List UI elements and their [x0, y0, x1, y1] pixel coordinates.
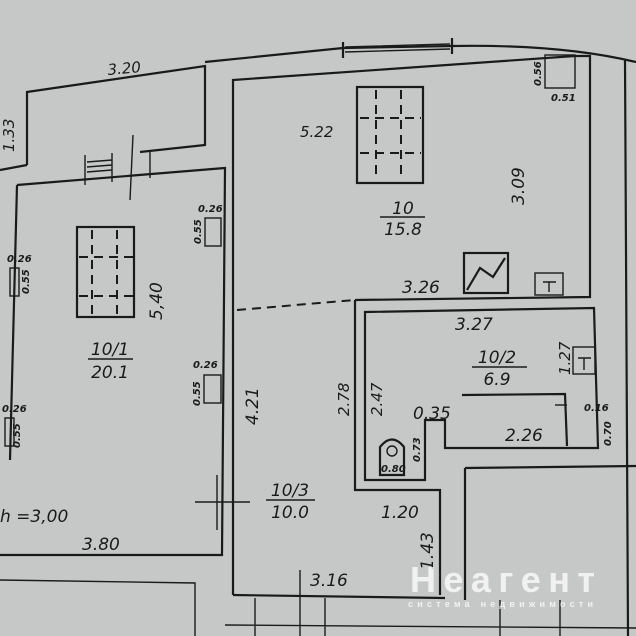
- dimension: 0.56: [533, 61, 544, 86]
- dimension-labels: 3.20 1.33 5.22 0.56 0.51 3.09 3.26 3.27 …: [0, 58, 614, 591]
- room-10-3-label: 10/3 10.0: [266, 481, 315, 523]
- dimension: 3.26: [402, 278, 440, 298]
- stove-icon: [462, 251, 510, 295]
- dimension: 4.21: [243, 387, 263, 425]
- bed-icon: [75, 225, 136, 319]
- dimension: 0.73: [412, 437, 423, 462]
- room-area: 20.1: [91, 363, 129, 383]
- dimension: 0.70: [603, 421, 614, 446]
- dimension: 3.09: [509, 167, 529, 205]
- room-10-2-label: 10/2 6.9: [472, 348, 527, 390]
- dimension: 0.26: [7, 254, 32, 265]
- room-10-label: 10 15.8: [380, 199, 425, 240]
- dimension: 1.33: [0, 119, 18, 152]
- dimension: 0.80: [381, 464, 406, 475]
- dimension: 1.20: [381, 503, 419, 523]
- room-number: 10: [392, 199, 414, 219]
- dimension: 1.43: [418, 532, 438, 570]
- sink-icon: [572, 346, 596, 375]
- dimension: 5,40: [147, 282, 167, 320]
- sink-icon: [534, 272, 564, 296]
- room-number: 10/2: [478, 348, 516, 368]
- dimension: 3.16: [310, 571, 348, 591]
- bed-icon: [355, 85, 425, 185]
- room-area: 15.8: [384, 220, 422, 240]
- room-number: 10/1: [91, 340, 129, 360]
- dimension: 0.51: [551, 93, 576, 104]
- room-number: 10/3: [271, 481, 309, 501]
- dimension: 3.27: [455, 315, 493, 335]
- dimension: 1.27: [556, 341, 574, 375]
- walls: [0, 38, 636, 636]
- dimension: 2.78: [335, 383, 353, 416]
- room-area: 10.0: [271, 503, 309, 523]
- room-area: 6.9: [483, 370, 510, 390]
- dimension: 5.22: [300, 123, 333, 141]
- dimension: 3.20: [107, 58, 142, 79]
- dimension: 0.26: [193, 360, 218, 371]
- dimension: 0.35: [413, 404, 451, 424]
- room-10-1-label: 10/1 20.1: [88, 340, 133, 383]
- watermark-tagline: система недвижимости: [408, 599, 593, 609]
- dimension: 0.55: [193, 219, 204, 244]
- dimension: 0.55: [12, 423, 23, 448]
- dimension: 0.55: [21, 269, 32, 294]
- dimension: 0.55: [192, 381, 203, 406]
- toilet-icon: [378, 438, 406, 477]
- dimension: 0.16: [584, 403, 609, 414]
- ceiling-height: h =3,00: [0, 507, 68, 527]
- dimension: 2.26: [505, 426, 543, 446]
- dimension: 0.26: [2, 404, 27, 415]
- dimension: 3.80: [82, 535, 120, 555]
- dimension: 0.26: [198, 204, 223, 215]
- dimension: 2.47: [368, 382, 386, 416]
